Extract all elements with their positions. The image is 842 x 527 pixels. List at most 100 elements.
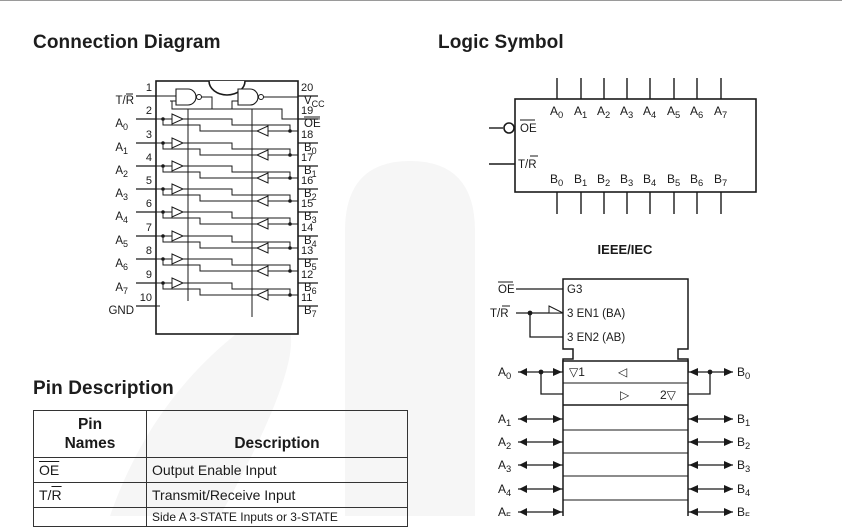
right-pin-name: B2 [304, 188, 317, 202]
package-notch [208, 80, 246, 96]
arrow-out [724, 485, 733, 493]
data-block [562, 360, 689, 516]
right-pin-number: 14 [301, 222, 313, 234]
arrow-out [724, 415, 733, 423]
left-pin-name: GND [108, 305, 134, 317]
arrow-in [689, 415, 698, 423]
b0-tap [688, 372, 711, 395]
left-pin-number: 8 [146, 245, 152, 257]
left-pin-name: A5 [115, 235, 128, 249]
left-pin-name: A0 [115, 118, 128, 132]
logic-symbol-title: Logic Symbol [438, 32, 564, 53]
ieee-a-label: A1 [498, 412, 511, 428]
left-pin-name: A4 [115, 211, 128, 225]
logic-block [514, 98, 757, 193]
column-header-description: Description [146, 410, 408, 458]
table-header-row: Pin Names Description [33, 410, 408, 458]
b-output-label: B3 [620, 172, 633, 188]
arrow-in [689, 508, 698, 516]
b-output-label: B1 [574, 172, 587, 188]
right-pin-name: OE [304, 118, 321, 130]
ieee-b-label: B0 [737, 365, 750, 381]
right-pin-name: B0 [304, 142, 317, 156]
ieee-oe-label: OE [498, 284, 515, 296]
arrow-out [724, 438, 733, 446]
arrow-out [553, 415, 562, 423]
arrow-in [519, 438, 527, 446]
direction-arrow-left: ◁ [617, 365, 627, 379]
en2-label: 3 EN2 (AB) [567, 332, 625, 344]
junction-dot [527, 310, 533, 316]
right-pin-name: B6 [304, 282, 317, 296]
b-output-label: B4 [643, 172, 656, 188]
pin-name-cell [33, 507, 147, 527]
ieee-b-label: B3 [737, 458, 750, 474]
right-pin-name: B1 [304, 165, 317, 179]
left-pin-number: 5 [146, 175, 152, 187]
right-pin-name: B5 [304, 258, 317, 272]
left-pin-name: A1 [115, 142, 128, 156]
pin-desc-cell: Transmit/Receive Input [146, 482, 408, 508]
right-pin-name: B4 [304, 235, 317, 249]
wire [162, 119, 257, 132]
left-pin-name: A2 [115, 165, 128, 179]
wire [183, 235, 291, 248]
left-pin-number: 4 [146, 152, 152, 164]
direction-arrow-right: ▷ [620, 388, 630, 402]
left-pin-name: A6 [115, 258, 128, 272]
and-gate-left [175, 88, 197, 106]
ieee-b-label: B2 [737, 435, 750, 451]
three-state-output-1: ▽1 [569, 365, 585, 379]
a0-tap [540, 372, 563, 395]
ieee-a-label: A4 [498, 482, 511, 498]
arrow-in [689, 368, 698, 376]
pin-desc-cell: Output Enable Input [146, 457, 408, 483]
arrow-in [689, 485, 698, 493]
right-pin-number: 15 [301, 198, 313, 210]
left-pin-number: 9 [146, 269, 152, 281]
ieee-b-label: B5 [737, 505, 750, 516]
junction-dot [538, 369, 544, 375]
wire [162, 236, 257, 249]
polarity-indicator [548, 305, 564, 314]
ieee-a-label: A3 [498, 458, 511, 474]
wire [183, 211, 291, 224]
arrow-out [553, 485, 562, 493]
wire [183, 142, 291, 155]
left-pin-number: 10 [140, 292, 152, 304]
a-input-label: A7 [714, 104, 727, 120]
connection-diagram: 1T/R2A03A14A25A36A47A58A69A710GND20VCC19… [108, 80, 325, 335]
left-pin-number: 7 [146, 222, 152, 234]
table-row: T/R Transmit/Receive Input [33, 482, 408, 508]
wire [162, 283, 257, 296]
a-input-label: A0 [550, 104, 563, 120]
wire [162, 143, 257, 156]
right-pin-number: 12 [301, 269, 313, 281]
three-state-output-2: 2▽ [660, 388, 677, 402]
right-pin-number: 11 [301, 292, 312, 304]
right-pin-name: VCC [304, 95, 325, 109]
wire [183, 118, 291, 131]
arrow-in [689, 461, 698, 469]
arrow-in [519, 415, 527, 423]
arrow-out [553, 508, 562, 516]
ieee-a-label: A2 [498, 435, 511, 451]
b-output-label: B7 [714, 172, 727, 188]
left-pin-number: 3 [146, 129, 152, 141]
pin-desc-cell: Side A 3-STATE Inputs or 3-STATE [146, 507, 408, 527]
ieee-a-label: A5 [498, 505, 511, 516]
b-output-label: B6 [690, 172, 703, 188]
left-pin-number: 6 [146, 198, 152, 210]
ieee-tr-label: T/R [490, 308, 509, 320]
b-output-label: B0 [550, 172, 563, 188]
wire [183, 188, 291, 201]
right-pin-number: 17 [301, 152, 313, 164]
pin-name-cell: T/R [33, 482, 147, 508]
a-input-label: A3 [620, 104, 633, 120]
oe-inversion-bubble [503, 122, 515, 134]
pin-description-title: Pin Description [33, 378, 174, 399]
right-pin-number: 13 [301, 245, 313, 257]
ieee-b-label: B1 [737, 412, 750, 428]
right-pin-number: 19 [301, 105, 313, 117]
arrow-in [519, 368, 527, 376]
